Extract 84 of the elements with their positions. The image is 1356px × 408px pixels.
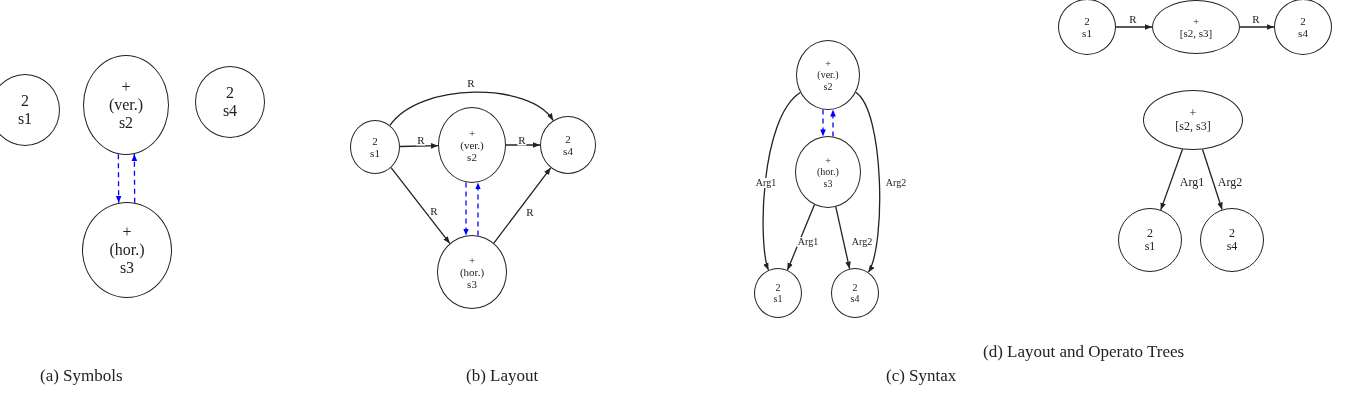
caption: (d) Layout and Operato Trees <box>983 341 1186 363</box>
node-label: + <box>1189 106 1197 120</box>
node-label: s3 <box>119 258 135 277</box>
node-label: 2 <box>775 281 781 293</box>
node-label: 2 <box>21 92 29 110</box>
node-label: + <box>122 223 132 242</box>
arrow <box>399 143 439 149</box>
caption: (a) Symbols <box>40 365 123 387</box>
node-label: [s2, s3] <box>1175 120 1211 134</box>
node-label: s1 <box>17 110 33 128</box>
arrow <box>1115 24 1153 30</box>
arrow <box>855 91 881 273</box>
node-label: 2 <box>1147 226 1153 240</box>
dashed-arrow <box>820 108 826 138</box>
node-label: [s2, s3] <box>1179 27 1213 40</box>
node-label: 2 <box>1300 14 1306 27</box>
edge-label: R <box>466 77 476 89</box>
node-label: s1 <box>1082 27 1092 40</box>
node-label: + <box>825 155 831 167</box>
node-label: (ver.) <box>817 69 839 81</box>
node-label: + <box>468 126 476 139</box>
node-label: s1 <box>773 293 783 305</box>
arrow <box>493 167 552 244</box>
node-label: 2 <box>372 134 378 147</box>
arrow <box>390 167 451 245</box>
caption: (b) Layout <box>466 365 539 387</box>
node-label: + <box>468 253 476 266</box>
arrow <box>762 91 801 271</box>
edge-label: Arg1 <box>1178 176 1206 188</box>
node-label: (hor.) <box>817 166 839 178</box>
edge-label: R <box>525 206 535 218</box>
ellipse-node <box>540 116 596 174</box>
edge-label: R <box>1251 13 1261 25</box>
arrow <box>1239 24 1275 30</box>
caption: (c) Syntax <box>886 365 957 387</box>
node-label: 2 <box>1084 14 1090 27</box>
node-label: 2 <box>1229 226 1235 240</box>
node-label: (hor.) <box>109 241 145 259</box>
dashed-arrow <box>115 153 122 204</box>
node-label: 2 <box>565 132 571 145</box>
ellipse-node <box>1058 0 1116 55</box>
node-label: s4 <box>563 145 573 158</box>
arrow <box>1201 148 1223 211</box>
arrow <box>786 204 816 271</box>
ellipse-node <box>350 120 400 174</box>
ellipse-node <box>0 74 60 146</box>
edge-label: Arg1 <box>754 178 778 188</box>
node-label: 2 <box>226 84 234 102</box>
node-label: 2 <box>852 281 858 293</box>
node-label: s3 <box>467 278 477 291</box>
edge-label: Arg2 <box>884 178 908 188</box>
node-label: s4 <box>222 102 238 120</box>
dashed-arrow <box>463 181 469 237</box>
node-label: s4 <box>850 293 860 305</box>
ellipse-node <box>1274 0 1332 55</box>
node-label: s3 <box>823 177 833 189</box>
dashed-arrow <box>830 108 836 138</box>
node-label: (hor.) <box>459 265 485 279</box>
node-label: s2 <box>823 80 833 92</box>
node-label: s2 <box>118 113 134 132</box>
ellipse-node <box>831 268 879 318</box>
ellipse-node <box>754 268 802 318</box>
edge-label: R <box>1128 13 1138 25</box>
node-label: + <box>121 78 131 97</box>
edge-label: R <box>429 205 439 217</box>
edge-label: R <box>517 134 527 146</box>
node-label: s1 <box>1144 240 1156 254</box>
node-label: + <box>825 58 831 70</box>
dashed-arrow <box>131 153 138 204</box>
edge-label: Arg1 <box>796 237 820 247</box>
edge-label: Arg2 <box>1216 176 1244 188</box>
arrow <box>389 91 554 127</box>
edge-label: Arg2 <box>850 237 874 247</box>
arrow <box>835 206 851 270</box>
node-label: (ver.) <box>108 96 144 114</box>
node-label: s2 <box>467 151 477 164</box>
node-label: + <box>1192 14 1200 27</box>
dashed-arrow <box>475 181 481 237</box>
edge-label: R <box>416 134 426 146</box>
node-label: (ver.) <box>460 138 484 152</box>
node-label: s4 <box>1226 240 1238 254</box>
arrow <box>1160 148 1184 211</box>
node-label: s1 <box>370 147 380 160</box>
node-label: s4 <box>1298 27 1308 40</box>
